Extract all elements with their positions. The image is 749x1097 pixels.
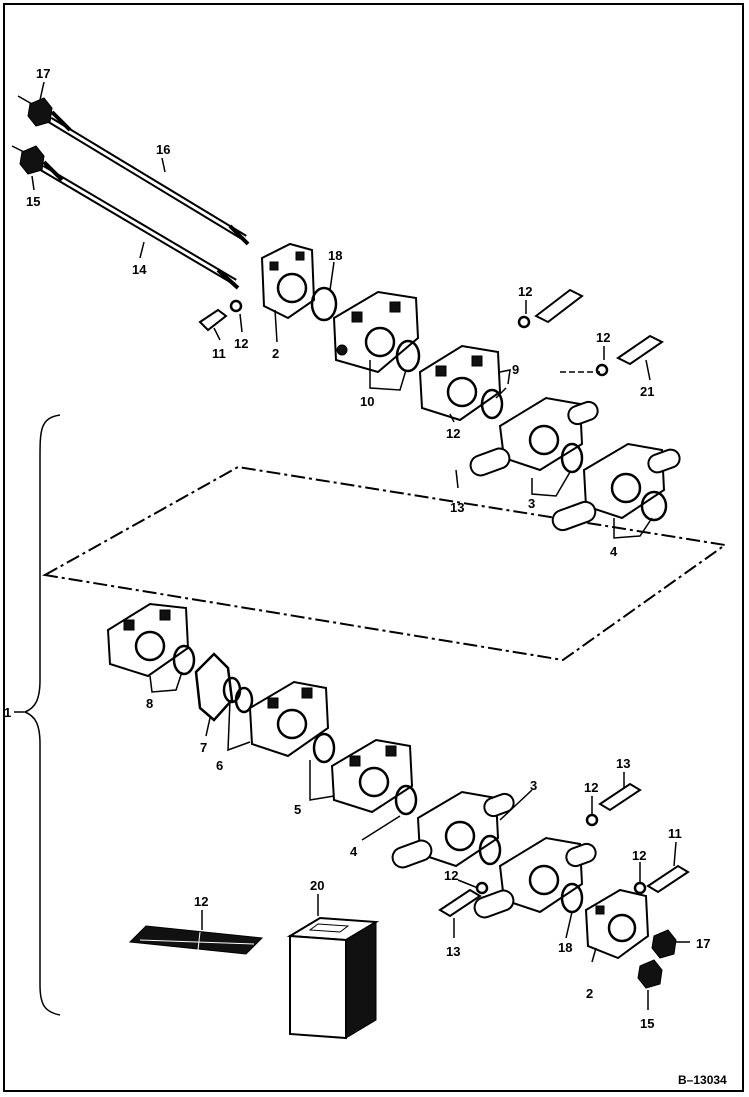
label-12-c: 12: [596, 330, 610, 345]
label-15-top: 15: [26, 194, 40, 209]
label-4-top: 4: [610, 544, 618, 559]
valve-section-4-bot: [391, 790, 515, 869]
label-12-pkg: 12: [194, 894, 208, 909]
nut-17-bot: [651, 929, 677, 959]
label-7: 7: [200, 740, 207, 755]
label-2-top: 2: [272, 346, 279, 361]
o-ring-3-bot: [478, 834, 502, 866]
assembly-brace: [22, 414, 61, 1016]
label-11-bot: 11: [668, 826, 682, 841]
label-13-bot: 13: [446, 944, 460, 959]
valve-section-4-top: [551, 442, 681, 532]
tie-rod-lower: [40, 160, 240, 290]
label-17-top: 17: [36, 66, 50, 81]
label-13-top: 13: [450, 500, 464, 515]
label-9: 9: [512, 362, 519, 377]
o-ring-5: [312, 732, 336, 764]
label-6: 6: [216, 758, 223, 773]
nut-15-bot: [637, 959, 663, 989]
end-cover-bottom: [584, 888, 650, 960]
o-ring-6b: [234, 686, 254, 714]
end-cover-top: [260, 242, 316, 320]
box-20: [286, 916, 380, 1040]
label-18-top: 18: [328, 248, 342, 263]
o-ring-18-top: [310, 286, 338, 322]
label-11-top: 11: [212, 346, 226, 361]
relief-valve-13-bot: [438, 881, 489, 918]
label-12-e: 12: [584, 780, 598, 795]
label-10: 10: [360, 394, 374, 409]
label-20: 20: [310, 878, 324, 893]
label-2-bot: 2: [586, 986, 593, 1001]
leader-lines: [14, 81, 690, 1010]
label-1: 1: [4, 705, 11, 720]
label-13-mid: 13: [616, 756, 630, 771]
label-16: 16: [156, 142, 170, 157]
o-ring-4-top: [640, 490, 668, 522]
label-3-top: 3: [528, 496, 535, 511]
o-ring-3-top: [560, 442, 584, 474]
label-21: 21: [640, 384, 654, 399]
label-3-bot: 3: [530, 778, 537, 793]
label-5: 5: [294, 802, 301, 817]
label-17-bot: 17: [696, 936, 710, 951]
valve-section-8: [106, 602, 190, 678]
valve-section-6: [248, 680, 330, 758]
label-15-bot: 15: [640, 1016, 654, 1031]
valve-section-3-top: [469, 396, 599, 477]
label-18-bot: 18: [558, 940, 572, 955]
tie-rod-upper: [48, 110, 250, 246]
relief-valve-11-bot: [633, 864, 690, 895]
o-ring-10: [395, 339, 421, 373]
o-ring-9: [480, 388, 504, 420]
valve-section-10: [332, 290, 420, 374]
relief-valve-21: [595, 334, 664, 377]
relief-valve-12-top: [517, 288, 584, 329]
o-ring-4-bot: [394, 784, 418, 816]
relief-valve-13-mid: [585, 782, 642, 827]
assembly-outline: [42, 465, 728, 662]
drawing-reference: B–13034: [678, 1073, 727, 1087]
relief-valve-11-top: [198, 299, 243, 332]
seal-kit-12: [128, 925, 264, 955]
label-12-a: 12: [234, 336, 248, 351]
nut-15-top: [11, 145, 45, 175]
label-12-b: 12: [518, 284, 532, 299]
gasket-7: [194, 652, 234, 722]
valve-section-9: [418, 344, 502, 422]
label-12-f: 12: [632, 848, 646, 863]
valve-section-5: [330, 738, 414, 814]
label-14: 14: [132, 262, 147, 277]
label-12-g: 12: [444, 868, 458, 883]
label-12-d: 12: [446, 426, 460, 441]
drawing-border: [3, 3, 744, 1092]
o-ring-8: [172, 644, 196, 676]
label-4-bot: 4: [350, 844, 358, 859]
label-8: 8: [146, 696, 153, 711]
nut-17-top: [17, 95, 53, 127]
